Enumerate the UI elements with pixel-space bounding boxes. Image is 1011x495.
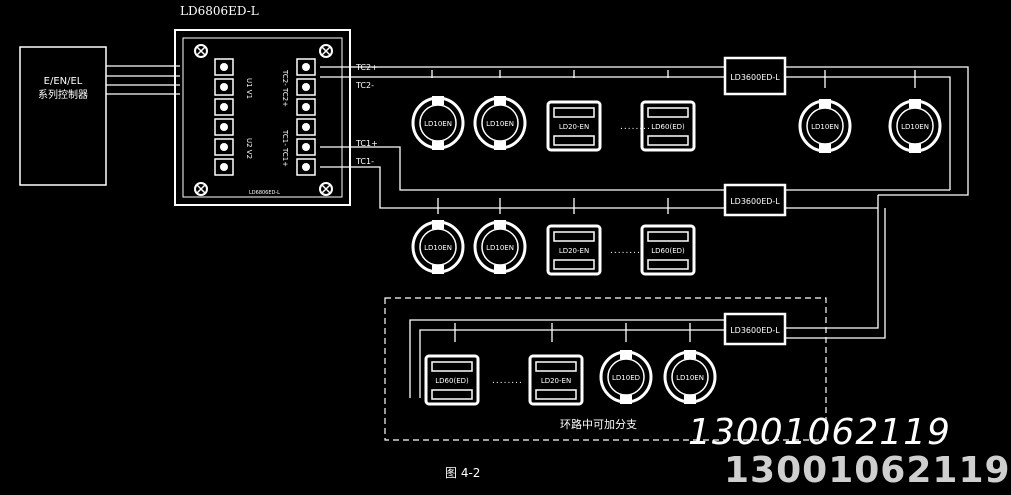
isolator-1: LD3600ED-L (723, 56, 787, 96)
terminal-block-left (214, 58, 234, 176)
svg-text:LD10EN: LD10EN (486, 120, 514, 128)
svg-text:LD60(ED): LD60(ED) (651, 247, 685, 255)
svg-text:LD10EN: LD10EN (901, 123, 929, 131)
controller-label-line1: E/EN/EL (44, 76, 83, 87)
line-label-tc2-minus: TC2- (355, 81, 374, 90)
round-detector: LD10EN (888, 97, 942, 155)
loop-wiring (320, 66, 969, 398)
svg-text:LD10ED: LD10ED (612, 374, 640, 382)
junction-module: LD6806ED-L U1 V1 U2 V2 TC2- TC2+ TC1- TC… (174, 4, 351, 206)
svg-text:LD10EN: LD10EN (424, 120, 452, 128)
svg-text:LD20-EN: LD20-EN (559, 123, 589, 131)
branch-boundary (384, 297, 827, 441)
terminal-label-right-a: TC2- TC2+ (281, 69, 289, 107)
line-label-tc1-plus: TC1+ (355, 139, 378, 148)
svg-text:LD10EN: LD10EN (486, 244, 514, 252)
dots: ........ (492, 376, 523, 386)
terminal-block-right (296, 58, 316, 176)
terminal-label-left-a: U1 V1 (245, 78, 253, 99)
controller-wires (106, 65, 180, 95)
svg-text:LD60(ED): LD60(ED) (651, 123, 685, 131)
rect-device: LD20-EN (546, 224, 602, 276)
svg-text:LD10EN: LD10EN (811, 123, 839, 131)
dots: ........ (620, 122, 651, 132)
module-bottom-label: LD6806ED-L (249, 190, 280, 196)
round-detector: LD10EN (798, 97, 852, 155)
watermark-phone-italic: 13001062119 (688, 412, 951, 453)
controller-label-line2: 系列控制器 (38, 88, 88, 101)
line-label-tc1-minus: TC1- (355, 157, 374, 166)
round-detector: LD10ED (599, 348, 653, 406)
watermark-phone-bold: 13001062119 (724, 450, 1011, 491)
svg-text:LD3600ED-L: LD3600ED-L (730, 197, 780, 206)
round-detector: LD10EN (473, 94, 527, 152)
svg-text:LD10EN: LD10EN (424, 244, 452, 252)
terminal-label-left-b: U2 V2 (245, 138, 253, 159)
isolator-3: LD3600ED-L (723, 312, 787, 346)
svg-text:LD20-EN: LD20-EN (541, 377, 571, 385)
rect-device: LD60(ED) (640, 224, 696, 276)
isolator-2: LD3600ED-L (723, 183, 787, 217)
svg-text:LD10EN: LD10EN (676, 374, 704, 382)
svg-text:LD3600ED-L: LD3600ED-L (730, 73, 780, 82)
round-detector: LD10EN (473, 218, 527, 276)
branch-note: 环路中可加分支 (560, 418, 637, 431)
round-detector: LD10EN (663, 348, 717, 406)
rect-device: LD60(ED) (640, 100, 696, 152)
module-title: LD6806ED-L (180, 4, 259, 18)
round-detector: LD10EN (411, 94, 465, 152)
svg-text:LD20-EN: LD20-EN (559, 247, 589, 255)
dots: ........ (610, 246, 641, 256)
controller-box: E/EN/EL 系列控制器 (19, 46, 107, 186)
svg-text:LD60(ED): LD60(ED) (435, 377, 469, 385)
svg-text:LD3600ED-L: LD3600ED-L (730, 326, 780, 335)
rect-device: LD20-EN (546, 100, 602, 152)
rect-device: LD20-EN (528, 354, 584, 406)
terminal-label-right-b: TC1- TC1+ (281, 129, 289, 167)
figure-label: 图 4-2 (445, 466, 480, 480)
round-detector: LD10EN (411, 218, 465, 276)
rect-device: LD60(ED) (424, 354, 480, 406)
